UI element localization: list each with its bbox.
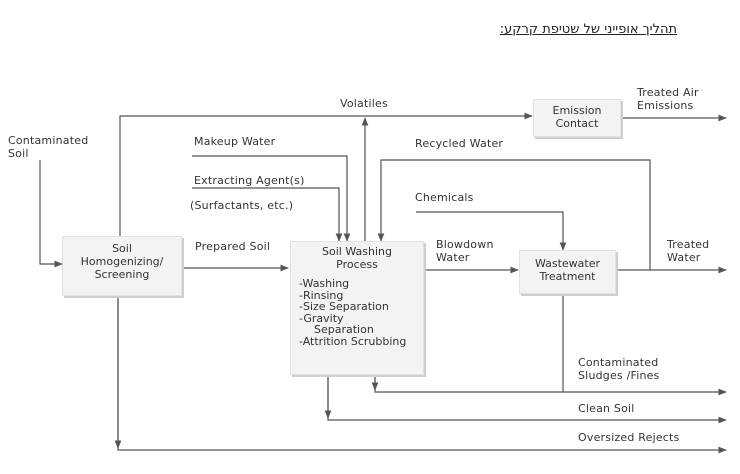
flow-makeup-water bbox=[192, 155, 351, 242]
label-blowdown-water: Blowdown Water bbox=[436, 238, 494, 264]
flow-chemicals bbox=[416, 211, 567, 251]
box-emission-contact: Emission Contact bbox=[533, 99, 621, 137]
label-volatiles: Volatiles bbox=[340, 97, 388, 110]
flow-contaminated-soil bbox=[39, 160, 63, 268]
label-prepared-soil: Prepared Soil bbox=[195, 240, 271, 253]
flow-volatiles-left bbox=[119, 112, 533, 236]
label-clean-soil: Clean Soil bbox=[578, 402, 635, 415]
label-surfactants: (Surfactants, etc.) bbox=[190, 199, 294, 212]
label-extracting-agent: Extracting Agent(s) bbox=[194, 174, 305, 187]
diagram-title: תהליך אופייני של שטיפת קרקע: bbox=[499, 22, 677, 37]
label-chemicals: Chemicals bbox=[415, 191, 474, 204]
flow-sludges-wash bbox=[374, 376, 727, 396]
label-contaminated-soil: Contaminated Soil bbox=[8, 134, 89, 160]
label-oversized-rejects: Oversized Rejects bbox=[578, 431, 680, 444]
box-soil-homogenizing: Soil Homogenizing/ Screening bbox=[62, 236, 182, 296]
box-soil-washing-process: Soil Washing Process -Washing -Rinsing -… bbox=[290, 241, 424, 375]
label-treated-air: Treated Air Emissions bbox=[637, 86, 699, 112]
flow-extracting-agent bbox=[192, 187, 343, 242]
label-contaminated-sludges: Contaminated Sludges /Fines bbox=[578, 356, 660, 382]
flow-clean-soil bbox=[327, 376, 727, 424]
flow-recycled-water bbox=[377, 159, 651, 270]
washing-steps: -Washing -Rinsing -Size Separation -Grav… bbox=[299, 277, 407, 348]
box-wastewater-treatment: Wastewater Treatment bbox=[519, 250, 616, 294]
label-treated-water: Treated Water bbox=[667, 238, 710, 264]
label-makeup-water: Makeup Water bbox=[194, 135, 276, 148]
label-recycled-water: Recycled Water bbox=[415, 137, 504, 150]
